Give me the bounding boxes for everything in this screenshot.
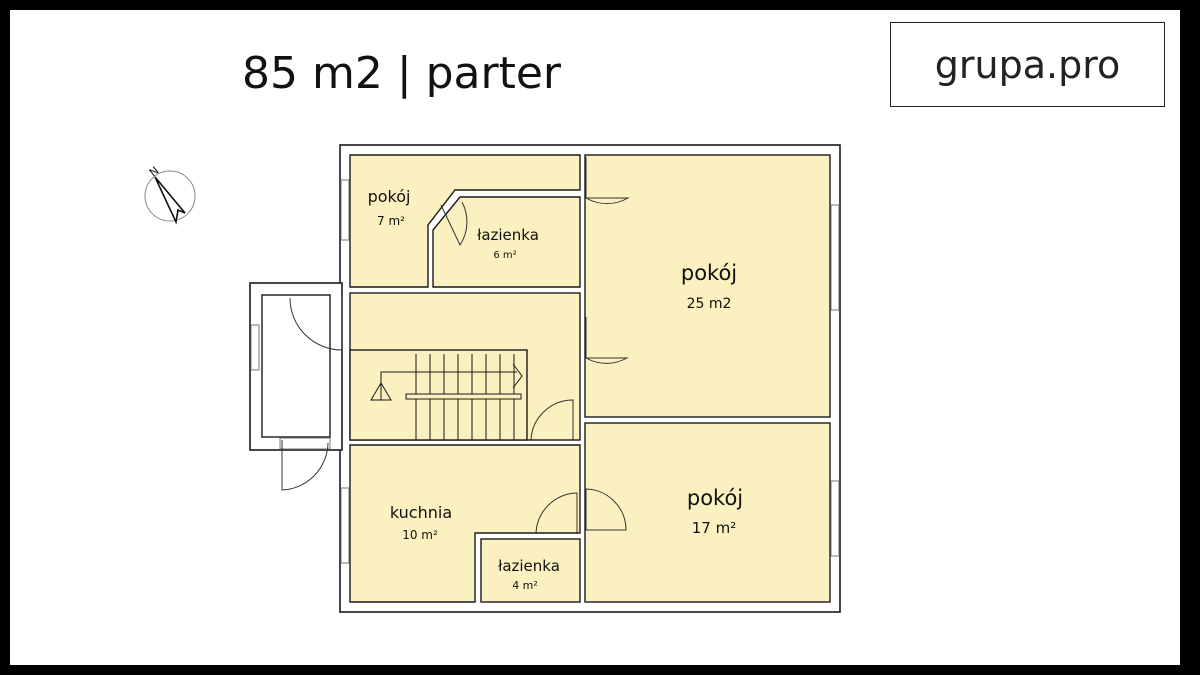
window xyxy=(830,204,840,311)
door-swing xyxy=(585,488,627,531)
logo-name: grupa xyxy=(934,42,1046,87)
window xyxy=(340,179,350,241)
room-label: pokój xyxy=(681,261,737,285)
room-label: łazienka xyxy=(498,557,560,575)
room-lazienka-6 xyxy=(432,196,581,288)
room-label: pokój xyxy=(687,486,743,510)
window xyxy=(250,324,260,371)
room-area: 6 m² xyxy=(493,250,516,261)
room-label: kuchnia xyxy=(390,503,452,522)
room-label: łazienka xyxy=(477,226,539,244)
compass-north-label: N xyxy=(147,164,162,179)
door-opening xyxy=(279,437,331,450)
room-kuchnia xyxy=(349,444,581,603)
staircase xyxy=(370,354,523,440)
room-pokoj-17 xyxy=(584,422,831,603)
door-swing xyxy=(530,399,574,441)
door-swing xyxy=(585,317,629,364)
room-area: 17 m² xyxy=(692,519,736,537)
room-pokoj-7 xyxy=(349,154,581,288)
room-area: 4 m² xyxy=(512,579,538,592)
window xyxy=(340,487,350,564)
room-pokoj-25 xyxy=(584,154,831,418)
room-area: 10 m² xyxy=(402,528,438,542)
door-swing xyxy=(289,295,343,351)
vestibule xyxy=(261,294,331,438)
page-title: 85 m2 | parter xyxy=(242,48,562,99)
room-lazienka-4 xyxy=(480,538,581,603)
room-label: pokój xyxy=(368,187,411,206)
door-swing xyxy=(281,440,329,491)
compass-icon: N xyxy=(144,164,196,225)
door-swing xyxy=(440,201,468,247)
room-area: 7 m² xyxy=(377,214,405,228)
logo: grupa.pro xyxy=(890,22,1165,107)
window xyxy=(830,480,840,557)
room-area: 25 m2 xyxy=(687,296,732,312)
door-swing xyxy=(585,157,630,205)
logo-suffix: .pro xyxy=(1046,42,1121,87)
door-swing xyxy=(535,492,578,535)
